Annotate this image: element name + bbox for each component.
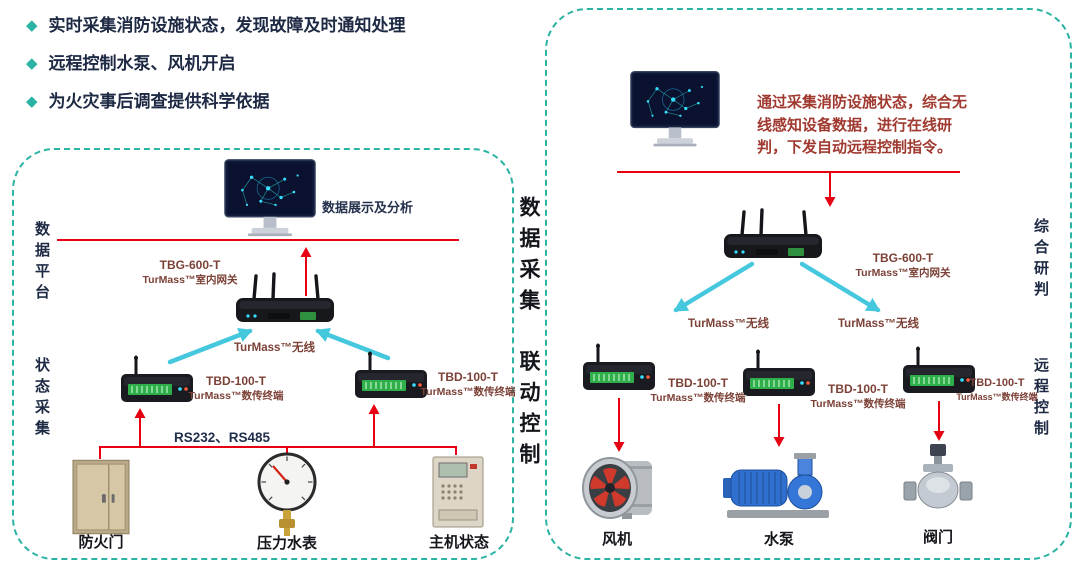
terminal-model: TBD-100-T (969, 377, 1025, 389)
monitor-caption: 数据展示及分析 (322, 200, 414, 215)
gateway-image (722, 208, 824, 260)
terminal-label: TBD-100-T TurMass™数传终端 (810, 381, 906, 411)
terminal-model: TBD-100-T (205, 374, 266, 388)
right-side-label-analysis: 综合研判 (1032, 218, 1049, 302)
divider-label: 数据采集 联动控制 (513, 196, 543, 474)
terminal-name: TurMass™数传终端 (188, 390, 284, 403)
data-collection-panel (12, 148, 514, 560)
bullet-item: ◆ 远程控制水泵、风机开启 (26, 51, 406, 76)
wireless-label: TurMass™无线 (234, 342, 315, 354)
device-label-pump: 水泵 (763, 531, 794, 548)
bullet-list: ◆ 实时采集消防设施状态，发现故障及时通知处理 ◆ 远程控制水泵、风机开启 ◆ … (26, 13, 406, 127)
terminal-label: TBD-100-T TurMass™数传终端 (956, 376, 1038, 403)
gateway-name: TurMass™室内网关 (855, 267, 951, 280)
device-label-host-status: 主机状态 (428, 534, 489, 551)
gateway-model: TBG-600-T (872, 251, 934, 265)
divider-top-text: 数据采集 (517, 196, 540, 320)
fire-door-image (72, 459, 130, 535)
valve-image (903, 443, 973, 509)
divider-bottom-text: 联动控制 (517, 350, 540, 474)
bullet-item: ◆ 为火灾事后调查提供科学依据 (26, 89, 406, 114)
terminal-model: TBD-100-T (437, 370, 498, 384)
device-label-fan: 风机 (601, 531, 632, 548)
linkage-control-panel (545, 8, 1072, 560)
wireless-label: TurMass™无线 (688, 318, 769, 330)
left-side-label-data-platform: 数据平台 (33, 221, 50, 305)
device-label-pressure-gauge: 压力水表 (256, 535, 317, 552)
right-panel-description: 通过采集消防设施状态，综合无线感知设备数据，进行在线研判，下发自动远程控制指令。 (757, 94, 968, 156)
monitor-image (224, 159, 316, 237)
monitor-image (630, 70, 720, 148)
device-label-fire-door: 防火门 (78, 534, 124, 551)
terminal-name: TurMass™数传终端 (810, 398, 906, 411)
terminal-name: TurMass™数传终端 (650, 392, 746, 405)
bullet-item: ◆ 实时采集消防设施状态，发现故障及时通知处理 (26, 13, 406, 38)
terminal-model: TBD-100-T (667, 376, 728, 390)
terminal-image (741, 348, 817, 398)
bullet-text: 为火灾事后调查提供科学依据 (48, 92, 270, 111)
wireless-label: TurMass™无线 (838, 318, 919, 330)
bullet-text: 实时采集消防设施状态，发现故障及时通知处理 (48, 16, 406, 35)
device-label-valve: 阀门 (922, 529, 953, 546)
gateway-label: TBG-600-T TurMass™室内网关 (838, 250, 968, 280)
fan-image (582, 457, 653, 520)
diamond-icon: ◆ (26, 55, 38, 72)
left-side-label-status-collect: 状态采集 (33, 357, 50, 441)
right-side-label-remote-control: 远程控制 (1032, 357, 1049, 441)
terminal-image (581, 342, 657, 392)
pressure-gauge-image (257, 452, 317, 536)
diamond-icon: ◆ (26, 17, 38, 34)
bullet-text: 远程控制水泵、风机开启 (48, 54, 236, 73)
diamond-icon: ◆ (26, 93, 38, 110)
water-pump-image (722, 452, 830, 519)
terminal-label: TBD-100-T TurMass™数传终端 (650, 375, 746, 405)
rs485-bus-label: RS232、RS485 (174, 430, 271, 445)
terminal-name: TurMass™数传终端 (956, 391, 1038, 402)
terminal-label: TBD-100-T TurMass™数传终端 (186, 373, 286, 403)
terminal-model: TBD-100-T (827, 382, 888, 396)
host-panel-image (432, 456, 484, 528)
terminal-name: TurMass™数传终端 (420, 386, 516, 399)
gateway-model: TBG-600-T (159, 258, 221, 272)
terminal-label: TBD-100-T TurMass™数传终端 (418, 369, 518, 399)
gateway-name: TurMass™室内网关 (142, 274, 238, 287)
gateway-label: TBG-600-T TurMass™室内网关 (126, 257, 254, 287)
